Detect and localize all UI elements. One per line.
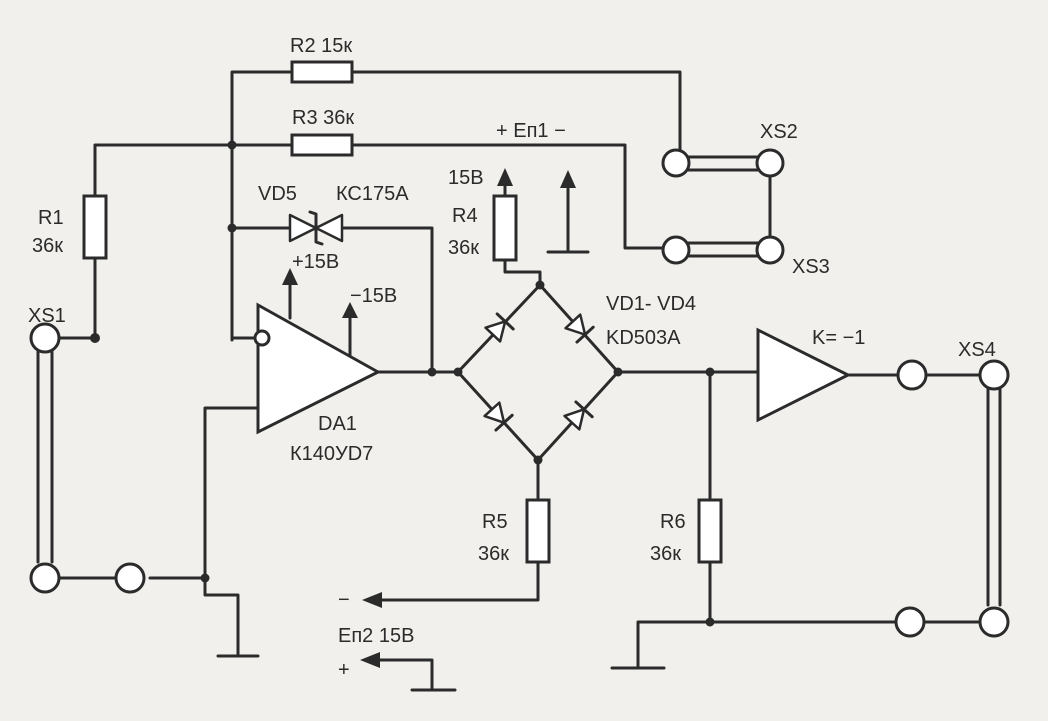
label-k140: К140УD7 bbox=[290, 443, 373, 465]
resistor-r6 bbox=[697, 498, 723, 564]
resistor-r1 bbox=[82, 194, 108, 260]
resistor-r2 bbox=[290, 60, 354, 84]
junctions bbox=[90, 140, 715, 627]
plus15-arrow-icon bbox=[282, 268, 298, 285]
connector-xs3-right bbox=[755, 235, 785, 265]
connector-xs2-left bbox=[661, 148, 691, 178]
ep1-arrow-icon bbox=[560, 170, 576, 188]
label-gain: K= −1 bbox=[812, 327, 865, 349]
connector-ground-right bbox=[894, 606, 926, 638]
opamp-da1 bbox=[256, 302, 382, 435]
label-minus15: −15В bbox=[350, 285, 397, 307]
label-15v: 15В bbox=[448, 167, 484, 189]
wire-xs1-shield bbox=[36, 350, 54, 564]
label-xs2: XS2 bbox=[760, 121, 798, 143]
connector-ground-left bbox=[114, 562, 146, 594]
zener-right-triangle-icon bbox=[314, 213, 344, 243]
label-kd503a: KD503A bbox=[606, 327, 681, 349]
zener-bar-icon bbox=[308, 210, 324, 246]
label-plus-sign: + bbox=[338, 659, 350, 681]
label-r4-value: 36к bbox=[448, 237, 479, 259]
wire-noninv-gnd bbox=[148, 406, 260, 658]
label-vd1-vd4: VD1- VD4 bbox=[606, 293, 696, 315]
connector-xs3-left bbox=[661, 235, 691, 265]
junction-dot bbox=[613, 367, 623, 377]
junction-dot bbox=[227, 140, 237, 150]
diode-upper-left-icon bbox=[484, 312, 515, 343]
arrow-heads bbox=[282, 168, 576, 668]
resistor-r3 bbox=[290, 133, 354, 157]
inverting-input-bubble-icon bbox=[253, 329, 271, 347]
wires bbox=[36, 70, 1002, 692]
label-r4-name: R4 bbox=[452, 205, 478, 227]
zener-left-triangle-icon bbox=[288, 213, 318, 243]
wire-xs4-shield bbox=[986, 386, 1002, 607]
label-r2: R2 15к bbox=[290, 35, 352, 57]
minus15-arrow-icon bbox=[342, 302, 358, 318]
connector-xs2-right bbox=[755, 148, 785, 178]
connector-xs4-bottom bbox=[978, 606, 1010, 638]
label-r1-value: 36к bbox=[32, 235, 63, 257]
connector-xs4-top bbox=[978, 359, 1010, 391]
wire-r5 bbox=[378, 458, 540, 602]
ep2-plus-arrow-icon bbox=[360, 652, 380, 668]
label-r6-value: 36к bbox=[650, 543, 681, 565]
diode-lower-right-icon bbox=[563, 400, 594, 431]
wire-xs3-pair bbox=[686, 241, 760, 258]
connectors bbox=[29, 148, 1010, 638]
label-ep2: Еп2 15В bbox=[338, 625, 414, 647]
diode-lower-left-icon bbox=[483, 401, 514, 432]
junction-dot bbox=[427, 367, 437, 377]
label-r6-name: R6 bbox=[660, 511, 686, 533]
bridge-diodes bbox=[483, 312, 595, 432]
junction-dot bbox=[453, 367, 463, 377]
diode-upper-right-icon bbox=[564, 313, 595, 344]
label-xs3: XS3 bbox=[792, 256, 830, 278]
connector-buffer-out bbox=[896, 359, 928, 391]
label-ep1: + Еп1 − bbox=[496, 120, 566, 142]
label-vd5: VD5 bbox=[258, 183, 297, 205]
wire-vd5 bbox=[230, 226, 434, 374]
label-r5-name: R5 bbox=[482, 511, 508, 533]
label-r1-name: R1 bbox=[38, 207, 64, 229]
connector-xs1-bottom bbox=[29, 562, 61, 594]
label-da1: DA1 bbox=[318, 413, 357, 435]
r4-supply-arrow-icon bbox=[497, 168, 513, 186]
junction-dot bbox=[533, 455, 543, 465]
wire-ep2-plus bbox=[370, 658, 457, 692]
label-kc175a: КС175А bbox=[336, 183, 409, 205]
label-xs1: XS1 bbox=[28, 305, 66, 327]
junction-dot bbox=[90, 333, 100, 343]
junction-dot bbox=[705, 617, 715, 627]
wire-bridge bbox=[456, 283, 620, 462]
connector-xs1-top bbox=[29, 322, 61, 354]
label-r5-value: 36к bbox=[478, 543, 509, 565]
wire-supply bbox=[288, 278, 352, 357]
resistor-r4 bbox=[492, 194, 518, 262]
buffer-amplifier bbox=[756, 327, 852, 423]
zener-vd5 bbox=[286, 210, 346, 246]
junction-dot bbox=[227, 223, 237, 233]
label-xs4: XS4 bbox=[958, 339, 996, 361]
wire-r2-loop bbox=[230, 70, 682, 342]
wire-xs2-pair bbox=[686, 155, 760, 172]
junction-dot bbox=[535, 280, 545, 290]
resistor-r5 bbox=[525, 498, 551, 564]
labels: R2 15к R3 36к + Еп1 − XS2 XS3 R1 36к XS1… bbox=[28, 35, 996, 681]
wire-bottom-gnd bbox=[636, 620, 897, 670]
wire-r3-line bbox=[93, 143, 672, 250]
label-r3: R3 36к bbox=[292, 107, 354, 129]
wire-ep1-arrow bbox=[546, 183, 590, 254]
label-plus15: +15В bbox=[292, 251, 339, 273]
wire-r4 bbox=[503, 183, 542, 287]
ep2-minus-arrow-icon bbox=[362, 592, 382, 608]
label-minus-sign: − bbox=[338, 589, 350, 611]
junction-dot bbox=[200, 573, 210, 583]
resistors bbox=[82, 60, 723, 564]
junction-dot bbox=[705, 367, 715, 377]
